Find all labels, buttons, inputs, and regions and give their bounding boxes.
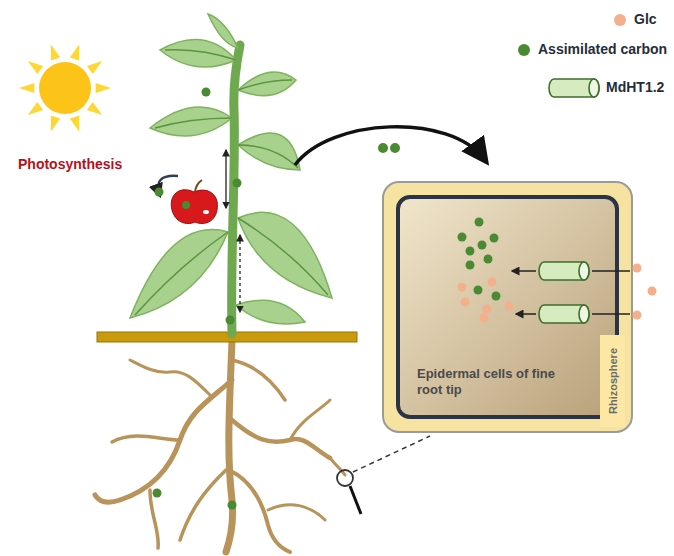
legend-text: Glc — [634, 11, 657, 27]
cell-label: Epidermal cells of fine root tip — [417, 366, 562, 398]
cell-carbon-dots — [458, 218, 501, 301]
uptake-arrows — [512, 271, 630, 314]
legend-swatch — [614, 14, 626, 26]
export-arrow — [295, 127, 485, 165]
sun-rays — [19, 44, 111, 131]
sun-ray — [70, 116, 79, 132]
magnifier — [337, 470, 353, 486]
cell-wall — [383, 182, 632, 432]
sun-ray — [70, 44, 79, 60]
magnifier-handle — [350, 486, 361, 514]
sun-ray — [96, 83, 111, 93]
apple — [171, 190, 217, 224]
apple-stalk — [195, 180, 202, 192]
legend-text: Assimilated carbon — [538, 41, 667, 57]
sun-ray — [28, 61, 43, 74]
ground-bar — [97, 332, 357, 342]
apple-highlight — [203, 210, 209, 214]
leaves — [130, 14, 332, 324]
sun-ray — [87, 102, 102, 115]
sun-ray — [51, 116, 60, 132]
sun-ray — [19, 83, 34, 93]
legend-text: MdHT1.2 — [606, 79, 664, 95]
sun — [39, 62, 91, 114]
sun-ray — [87, 61, 102, 74]
sun-ray — [51, 44, 60, 60]
transport-arrow — [239, 235, 240, 312]
carbon-dots — [153, 88, 401, 510]
transporter — [539, 262, 589, 280]
legend-swatch — [548, 77, 600, 99]
transporter — [539, 305, 589, 323]
cell-box: Epidermal cells of fine root tip — [383, 182, 632, 432]
roots — [95, 340, 345, 552]
rhizosphere-band: Rhizosphere — [600, 335, 625, 427]
transport-arrow — [225, 150, 226, 208]
cell-membrane — [398, 197, 617, 417]
sun-ray — [28, 102, 43, 115]
leaf-veins — [135, 50, 328, 315]
zoom-leader — [353, 436, 430, 472]
legend-swatch — [518, 44, 530, 56]
region-label: Rhizosphere — [607, 348, 619, 414]
process-label: Photosynthesis — [18, 156, 122, 172]
